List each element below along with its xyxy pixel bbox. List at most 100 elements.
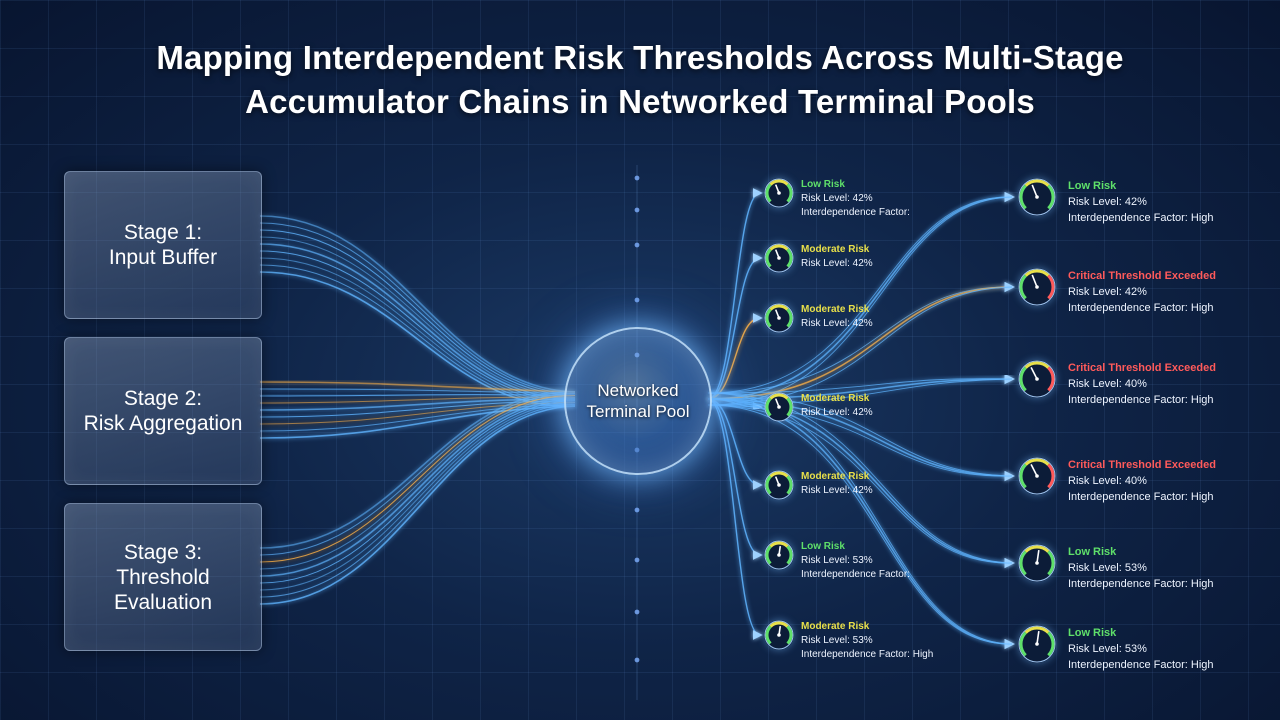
risk-percent-text: Risk Level: 42% <box>1068 196 1147 208</box>
hub-to-inner-node-5-line <box>707 398 763 490</box>
stage-3-line-2: Threshold <box>116 565 210 589</box>
stage-3-line-1: Stage 3: <box>123 540 203 564</box>
stage-3-box: Stage 3: Threshold Evaluation <box>64 503 262 651</box>
risk-percent-text: Risk Level: 53% <box>801 635 873 646</box>
interdependence-factor-text: Interdependence Factor: High <box>1068 659 1214 671</box>
stage-3-flow-line <box>259 402 576 591</box>
hub-to-inner-node-3-line <box>707 313 763 400</box>
diagram-title: Mapping Interdependent Risk Thresholds A… <box>0 36 1280 124</box>
risk-percent-text: Risk Level: 53% <box>1068 643 1147 655</box>
risk-percent-text: Risk Level: 42% <box>1068 286 1147 298</box>
risk-level-label: Critical Threshold Exceeded <box>1068 270 1216 282</box>
risk-level-label: Low Risk <box>801 179 845 190</box>
interdependence-factor-text: Interdependence Factor: <box>801 207 910 218</box>
stage-1-flow-line <box>259 257 576 404</box>
risk-gauge-icon <box>764 392 794 422</box>
hub-to-outer-node-6-line <box>707 398 1015 650</box>
risk-gauge-icon <box>764 243 794 273</box>
stage-3-line-3: Evaluation <box>113 590 213 614</box>
title-line-2: Accumulator Chains in Networked Terminal… <box>245 83 1035 120</box>
risk-level-label: Moderate Risk <box>801 621 870 632</box>
stage-1-flow-line <box>259 243 576 400</box>
stage-1-flow-line <box>259 250 576 402</box>
interdependence-factor-text: Interdependence Factor: High <box>801 649 934 660</box>
stage-3-flow-line <box>259 405 576 605</box>
interdependence-factor-text: Interdependence Factor: High <box>1068 578 1214 590</box>
risk-gauge-icon <box>1018 360 1056 398</box>
stage-2-flow-line <box>259 388 576 395</box>
axis-dot <box>634 609 640 615</box>
hub-to-outer-node-3-line <box>707 373 1015 400</box>
stage-2-flow-line <box>259 398 576 411</box>
hub-to-outer-node-6-line <box>707 404 1013 645</box>
networked-terminal-pool-hub: Networked Terminal Pool <box>564 327 712 475</box>
stage-2-flow-line <box>259 402 576 425</box>
hub-to-outer-node-1-line <box>707 191 1015 400</box>
stage-2-line-2: Risk Aggregation <box>83 412 243 435</box>
risk-gauge-icon <box>1018 268 1056 306</box>
axis-dot <box>634 242 640 248</box>
hub-to-outer-node-1-line <box>707 196 1013 394</box>
stage-2-box: Stage 2: Risk Aggregation <box>64 337 262 485</box>
risk-gauge-icon <box>1018 544 1056 582</box>
risk-gauge-icon <box>1018 457 1056 495</box>
stage-2-line-1: Stage 2: <box>123 387 203 410</box>
risk-gauge-icon <box>764 470 794 500</box>
hub-line-1: Networked <box>597 381 679 400</box>
risk-percent-text: Risk Level: 53% <box>1068 562 1147 574</box>
title-line-1: Mapping Interdependent Risk Thresholds A… <box>156 39 1124 76</box>
hub-to-inner-node-7-line <box>707 398 763 640</box>
axis-dot <box>634 207 640 213</box>
risk-gauge-icon <box>764 178 794 208</box>
axis-dot <box>634 297 640 303</box>
risk-level-label: Moderate Risk <box>801 244 870 255</box>
hub-line-2: Terminal Pool <box>586 402 690 421</box>
risk-percent-text: Risk Level: 42% <box>801 318 873 329</box>
risk-level-label: Moderate Risk <box>801 393 870 404</box>
interdependence-factor-text: Interdependence Factor: High <box>1068 394 1214 406</box>
interdependence-factor-text: Interdependence Factor: High <box>1068 491 1214 503</box>
risk-gauge-icon <box>1018 625 1056 663</box>
stage-3-flow-line <box>259 394 576 563</box>
stage-1-flow-line <box>259 222 576 395</box>
risk-level-label: Critical Threshold Exceeded <box>1068 459 1216 471</box>
axis-dot <box>634 507 640 513</box>
risk-percent-text: Risk Level: 53% <box>801 555 873 566</box>
stage-3-flow-line <box>259 403 576 598</box>
interdependence-factor-text: Interdependence Factor: High <box>1068 302 1214 314</box>
axis-dot <box>634 657 640 663</box>
stage-3-flow-line <box>259 396 576 570</box>
stage-3-flow-line <box>259 391 576 549</box>
risk-gauge-icon <box>764 540 794 570</box>
hub-to-outer-node-2-line <box>707 286 1013 394</box>
risk-level-label: Moderate Risk <box>801 471 870 482</box>
stage-1-flow-line <box>259 229 576 396</box>
axis-dot <box>634 557 640 563</box>
risk-level-label: Low Risk <box>1068 627 1117 639</box>
risk-gauge-icon <box>764 303 794 333</box>
hub-to-outer-node-3-line <box>707 378 1013 394</box>
risk-level-label: Moderate Risk <box>801 304 870 315</box>
risk-level-label: Low Risk <box>801 541 845 552</box>
hub-to-outer-node-4-line <box>707 392 1013 477</box>
stage-1-line-2: Input Buffer <box>108 246 218 269</box>
